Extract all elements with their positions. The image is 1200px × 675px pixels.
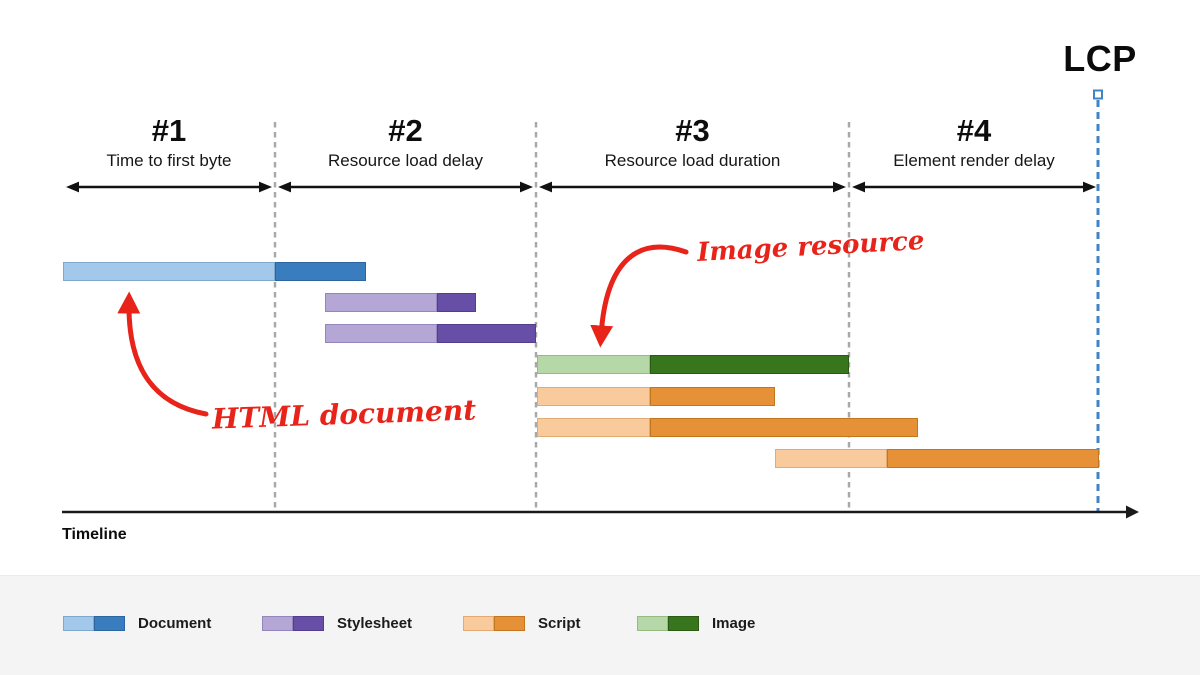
bar-script-light-segment (537, 387, 650, 406)
bar-document-dark-segment (275, 262, 366, 281)
bar-script-light-segment (775, 449, 887, 468)
timeline-label: Timeline (62, 526, 127, 543)
bar-script-dark-segment (650, 387, 775, 406)
phase-4-label: Element render delay (893, 151, 1055, 170)
phase-2-label: Resource load delay (328, 151, 483, 170)
phase-1: #1 Time to first byte (63, 114, 275, 194)
phase-1-label: Time to first byte (106, 151, 232, 170)
timeline-axis-arrowhead (1126, 505, 1139, 519)
bar-image-dark-segment (650, 355, 849, 374)
phase-3: #3 Resource load duration (536, 114, 849, 194)
phase-2-extent-arrow (278, 181, 533, 193)
phase-4-number: #4 (956, 113, 992, 148)
legend-item-document: Document (63, 615, 211, 632)
bar-script-dark-segment (887, 449, 1099, 468)
phase-4-extent-arrow (852, 181, 1096, 193)
bar-stylesheet-light-segment (325, 293, 437, 312)
legend-item-image: Image (637, 615, 755, 632)
bar-script-dark-segment (650, 418, 918, 437)
phase-3-number: #3 (675, 113, 710, 148)
phase-3-label: Resource load duration (604, 151, 781, 170)
phase-3-extent-arrow (539, 181, 846, 193)
legend-label-stylesheet: Stylesheet (337, 615, 413, 632)
phase-1-number: #1 (151, 113, 187, 148)
phase-2-number: #2 (388, 113, 423, 148)
legend-band (0, 575, 1200, 675)
lcp-marker (1093, 89, 1103, 100)
bar-script-light-segment (537, 418, 650, 437)
bar-image-light-segment (537, 355, 650, 374)
bar-stylesheet-light-segment (325, 324, 437, 343)
image-swatch (637, 616, 699, 631)
phase-2: #2 Resource load delay (275, 114, 536, 194)
bar-stylesheet-dark-segment (437, 324, 536, 343)
legend-item-script: Script (463, 615, 581, 632)
legend-label-script: Script (538, 615, 581, 632)
phase-4: #4 Element render delay (849, 114, 1099, 194)
stylesheet-swatch (262, 616, 324, 631)
legend-label-document: Document (138, 615, 212, 632)
legend-item-stylesheet: Stylesheet (262, 615, 412, 632)
image-resource-annotation: Image resource (696, 226, 926, 268)
lcp-label: LCP (1063, 38, 1137, 79)
document-swatch (63, 616, 125, 631)
image-resource-arrow (590, 244, 689, 348)
html-document-arrow (117, 291, 209, 417)
script-swatch (463, 616, 525, 631)
phase-1-extent-arrow (66, 181, 272, 193)
legend-label-image: Image (712, 615, 756, 632)
bar-document-light-segment (63, 262, 275, 281)
bar-stylesheet-dark-segment (437, 293, 476, 312)
html-document-annotation: HTML document (211, 393, 477, 436)
